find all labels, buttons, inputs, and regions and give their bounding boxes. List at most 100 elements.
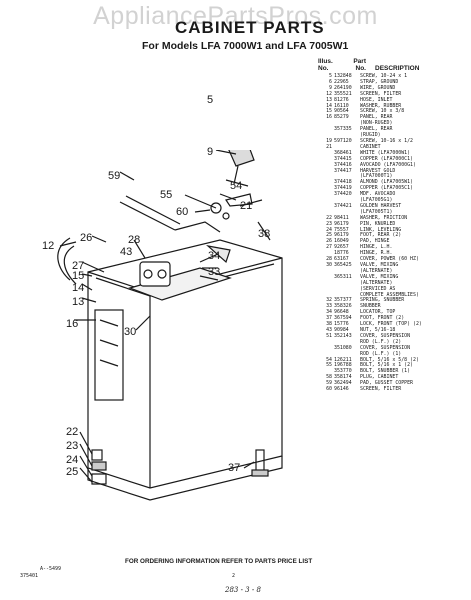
part-number: 96179	[334, 232, 349, 239]
part-number: 126211	[334, 356, 352, 363]
part-description: LOCK, FRONT (TOP) (2)	[360, 321, 422, 328]
callout-54: 54	[230, 180, 243, 192]
parts-row: (ALTERNATE)	[322, 280, 468, 287]
part-illus-number: 23	[326, 220, 332, 227]
part-number: 358174	[334, 374, 352, 381]
callout-25: 25	[66, 466, 79, 478]
part-description: PAD, GUSSET COPPER	[360, 380, 413, 387]
part-illus-number: 16	[326, 114, 332, 121]
callout-38: 38	[258, 228, 271, 240]
callout-16: 16	[66, 318, 79, 330]
part-number: 81276	[334, 96, 349, 103]
part-description: HINGE, L.H.	[360, 244, 393, 251]
part-description: BOLT, SNUBBER (1)	[360, 368, 411, 375]
part-description: (RUGID)	[360, 132, 381, 139]
part-number: 96179	[334, 220, 349, 227]
header-illus: Illus. No.	[318, 58, 333, 72]
part-illus-number: 5	[329, 73, 332, 79]
drawing-number: A--5499	[40, 566, 62, 572]
header-part: Part No.	[353, 58, 366, 72]
part-description: BOLT, 5/16 x 1 (2)	[360, 362, 413, 369]
cabinet-exploded-diagram	[57, 150, 283, 501]
part-illus-number: 37	[326, 315, 332, 322]
part-description: WIRE, GROUND	[360, 84, 396, 91]
part-illus-number: 26	[326, 238, 332, 245]
part-description: COVER, SUSPENSION	[360, 344, 411, 351]
part-illus-number: 38	[326, 321, 332, 328]
header-description: DESCRIPTION	[375, 65, 420, 72]
part-description: PLUG, CABINET	[360, 374, 399, 381]
part-illus-number: 15	[326, 108, 332, 115]
part-description: SCREEN, FILTER	[360, 90, 402, 97]
part-description: COVER, POWER (60 HZ)	[360, 256, 419, 263]
part-description: STRAP, GROUND	[360, 78, 399, 85]
part-number: 264190	[334, 84, 352, 91]
part-illus-number: 19	[326, 137, 332, 144]
part-number: 85279	[334, 114, 349, 121]
part-description: BOLT, 5/16 x 5/8 (2)	[360, 356, 419, 363]
part-description: AVOCADO (LFA7000G1)	[360, 161, 416, 168]
part-description: (NON-RUGED)	[360, 120, 393, 127]
part-illus-number: 27	[326, 244, 332, 251]
part-number: 365425	[334, 262, 352, 268]
part-number: 63167	[334, 256, 349, 263]
part-description: (LFA7000T1)	[360, 173, 393, 180]
part-number: 374415	[334, 155, 352, 162]
part-number: 196788	[334, 362, 352, 369]
page-title: CABINET PARTS	[175, 18, 325, 37]
part-description: COMPLETE ASSEMBLIES)	[360, 291, 419, 298]
part-description: SPRING, SNUBBER	[360, 297, 405, 304]
part-number: 374421	[334, 202, 352, 209]
part-description: HARVEST GOLD	[360, 167, 396, 174]
part-illus-number: 55	[326, 362, 332, 369]
part-number: 367594	[334, 315, 352, 322]
part-illus-number: 33	[326, 303, 332, 310]
part-number: 362494	[334, 380, 352, 387]
part-illus-number: 58	[326, 374, 332, 381]
part-description: GOLDEN HARVEST	[360, 202, 402, 209]
document-number: 375401	[20, 573, 39, 579]
part-description: HOSE, INLET	[360, 96, 393, 103]
part-number: 75557	[334, 226, 349, 233]
callout-59: 59	[108, 170, 121, 182]
part-illus-number: 51	[326, 332, 332, 339]
part-description: CABINET	[360, 143, 381, 150]
part-description: PAD, HINGE	[360, 238, 390, 245]
part-number: 22965	[334, 78, 349, 85]
part-number: 353770	[334, 368, 352, 375]
part-description: WASHER, RUBBER	[360, 102, 402, 109]
callout-15: 15	[72, 270, 85, 282]
part-illus-number: 60	[326, 386, 332, 393]
page-number: 2	[232, 573, 236, 579]
callout-37: 37	[228, 462, 241, 474]
part-number: 16110	[334, 102, 349, 109]
part-number: 96648	[334, 309, 349, 316]
part-description: SNUBBER	[360, 303, 381, 310]
part-illus-number: 25	[326, 232, 332, 239]
part-number: 92657	[334, 244, 349, 251]
callout-27: 27	[72, 260, 85, 272]
part-description: (ALTERNATE)	[360, 267, 393, 274]
part-illus-number: 12	[326, 90, 332, 97]
part-description: FOOT, FRONT (2)	[360, 315, 405, 322]
parts-row: (LFA7005T1)	[322, 209, 468, 216]
